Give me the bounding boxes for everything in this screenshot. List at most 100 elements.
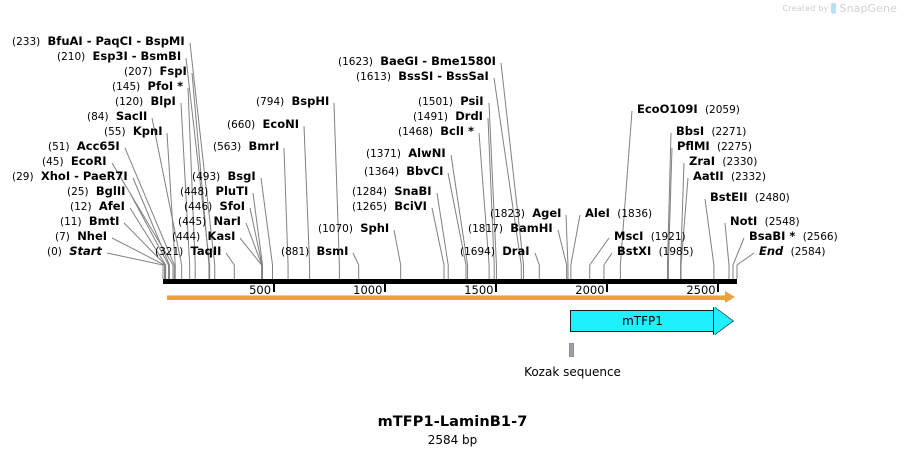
restriction-site-nari[interactable]: (445) NarI bbox=[178, 214, 241, 229]
star-activity-icon: * bbox=[173, 79, 184, 93]
restriction-site-pluti[interactable]: (448) PluTI bbox=[180, 185, 248, 199]
restriction-site-bfuai[interactable]: (233) BfuAI - PaqCI - BspMI bbox=[12, 35, 185, 49]
site-name: DraI bbox=[502, 244, 530, 258]
site-name-separator: - bbox=[127, 49, 141, 63]
site-position: (1613) bbox=[356, 71, 391, 83]
restriction-site-drdi[interactable]: (1491) DrdI bbox=[413, 110, 483, 124]
site-name: NheI bbox=[77, 229, 108, 243]
restriction-site-baegi[interactable]: (1623) BaeGI - Bme1580I bbox=[338, 54, 496, 69]
leader-line-bcli bbox=[478, 132, 490, 279]
watermark-prefix: Created by bbox=[782, 4, 829, 13]
restriction-site-blpi[interactable]: (120) BlpI bbox=[115, 95, 176, 109]
restriction-site-afei[interactable]: (12) AfeI bbox=[70, 200, 125, 214]
site-name: BbvCI bbox=[406, 164, 444, 178]
leader-line-psii bbox=[488, 102, 497, 279]
site-position: (2332) bbox=[731, 171, 766, 183]
site-position: (2480) bbox=[754, 192, 790, 204]
restriction-site-sphi[interactable]: (1070) SphI bbox=[318, 222, 389, 236]
site-name: PaeR7I bbox=[82, 169, 128, 183]
site-name: BsgI bbox=[227, 169, 256, 183]
restriction-site-bsphi[interactable]: (794) BspHI bbox=[256, 95, 329, 109]
site-name: SacII bbox=[115, 109, 148, 123]
restriction-site-xhoi[interactable]: (29) XhoI - PaeR7I bbox=[12, 169, 128, 184]
site-name: AleI bbox=[585, 206, 610, 220]
leader-line-bsteii bbox=[704, 198, 715, 279]
site-position: (2275) bbox=[717, 141, 752, 153]
restriction-site-aatii[interactable]: AatII (2332) bbox=[693, 169, 766, 184]
restriction-site-bglii[interactable]: (25) BglII bbox=[67, 185, 125, 199]
restriction-site-bbsi[interactable]: BbsI (2271) bbox=[676, 125, 746, 139]
restriction-site-bmri[interactable]: (563) BmrI bbox=[213, 140, 279, 154]
site-name: PflMI bbox=[677, 139, 710, 153]
restriction-site-kasi[interactable]: (444) KasI bbox=[172, 229, 236, 244]
restriction-site-bstxi[interactable]: BstXI (1985) bbox=[617, 245, 694, 259]
site-name: MscI bbox=[614, 229, 644, 243]
restriction-site-bmti[interactable]: (11) BmtI bbox=[60, 214, 120, 229]
restriction-site-bcivi[interactable]: (1265) BciVI bbox=[352, 200, 427, 214]
restriction-site-msci[interactable]: MscI (1921) bbox=[614, 229, 686, 244]
restriction-site-bbvci[interactable]: (1364) BbvCI bbox=[364, 164, 444, 179]
restriction-site-alei[interactable]: AleI (1836) bbox=[585, 206, 653, 221]
site-name: EcoO109I bbox=[637, 102, 698, 116]
site-name: TaqII bbox=[190, 244, 222, 258]
site-position: (25) bbox=[67, 186, 89, 198]
site-name: NotI bbox=[730, 214, 758, 228]
site-position: (1921) bbox=[650, 231, 686, 243]
restriction-site-pflmi[interactable]: PflMI (2275) bbox=[677, 139, 752, 154]
restriction-site-bcli[interactable]: (1468) BclI * bbox=[398, 125, 474, 139]
restriction-site-noti[interactable]: NotI (2548) bbox=[730, 214, 800, 229]
leader-line-xhoi bbox=[132, 177, 170, 279]
site-name: BmtI bbox=[88, 214, 120, 228]
restriction-site-pfoi[interactable]: (145) PfoI * bbox=[112, 79, 184, 94]
restriction-site-fspi[interactable]: (207) FspI bbox=[124, 65, 187, 79]
leader-line-alei bbox=[570, 214, 581, 279]
restriction-site-alwni[interactable]: (1371) AlwNI bbox=[366, 147, 446, 161]
site-name: BsaBI bbox=[749, 229, 786, 243]
restriction-site-esp3i[interactable]: (210) Esp3I - BsmBI bbox=[57, 49, 181, 64]
site-name: XhoI bbox=[40, 169, 71, 183]
leader-line-bamhi bbox=[557, 229, 568, 279]
leader-line-bsmi bbox=[352, 252, 360, 279]
restriction-site-sacii[interactable]: (84) SacII bbox=[87, 109, 148, 124]
restriction-site-bamhi[interactable]: (1817) BamHI bbox=[468, 221, 553, 236]
restriction-site-ecoo109i[interactable]: EcoO109I (2059) bbox=[637, 102, 740, 117]
site-position: (794) bbox=[256, 96, 285, 108]
site-position: (1836) bbox=[617, 208, 653, 220]
leader-line-bfuai bbox=[189, 42, 216, 279]
site-name-separator: - bbox=[418, 54, 432, 68]
restriction-site-econi[interactable]: (660) EcoNI bbox=[227, 118, 299, 132]
restriction-site-snabi[interactable]: (1284) SnaBI bbox=[352, 185, 432, 199]
restriction-site-end[interactable]: End (2584) bbox=[759, 244, 826, 259]
restriction-site-psii[interactable]: (1501) PsiI bbox=[418, 95, 484, 109]
site-position: (120) bbox=[115, 96, 144, 108]
site-position: (1265) bbox=[352, 201, 387, 213]
restriction-site-drai[interactable]: (1694) DraI bbox=[460, 244, 530, 259]
restriction-site-start[interactable]: (0) Start bbox=[47, 244, 102, 259]
restriction-site-kpni[interactable]: (55) KpnI bbox=[104, 125, 162, 139]
restriction-site-zrai[interactable]: ZraI (2330) bbox=[689, 155, 757, 169]
site-name: BamHI bbox=[510, 221, 553, 235]
restriction-site-agei[interactable]: (1823) AgeI bbox=[490, 207, 561, 221]
restriction-site-nhei[interactable]: (7) NheI bbox=[55, 229, 108, 244]
restriction-site-bsabi[interactable]: BsaBI * (2566) bbox=[749, 229, 838, 244]
site-name: End bbox=[759, 244, 784, 258]
site-position: (2059) bbox=[704, 104, 740, 116]
site-name: NarI bbox=[213, 214, 241, 228]
restriction-site-bsssi[interactable]: (1613) BssSI - BssSaI bbox=[356, 70, 489, 84]
restriction-site-bsteii[interactable]: BstEII (2480) bbox=[710, 191, 790, 205]
restriction-site-sfoi[interactable]: (446) SfoI bbox=[184, 200, 245, 214]
restriction-site-acc65i[interactable]: (51) Acc65I bbox=[48, 140, 120, 154]
feature-mtfp1[interactable]: mTFP1 bbox=[570, 307, 733, 335]
site-position: (55) bbox=[104, 126, 126, 138]
restriction-site-taqii[interactable]: (321) TaqII bbox=[155, 244, 222, 259]
leader-line-bbvci bbox=[447, 172, 467, 279]
restriction-site-bsgi[interactable]: (493) BsgI bbox=[192, 169, 256, 184]
site-position: (2584) bbox=[790, 246, 826, 258]
site-position: (881) bbox=[281, 246, 310, 258]
feature-kozak-marker[interactable] bbox=[569, 343, 574, 357]
site-name: Start bbox=[69, 244, 102, 258]
site-name: KasI bbox=[207, 229, 236, 243]
site-name: AatII bbox=[693, 169, 724, 183]
restriction-site-bsmi[interactable]: (881) BsmI bbox=[281, 245, 348, 259]
restriction-site-ecori[interactable]: (45) EcoRI bbox=[42, 155, 107, 169]
